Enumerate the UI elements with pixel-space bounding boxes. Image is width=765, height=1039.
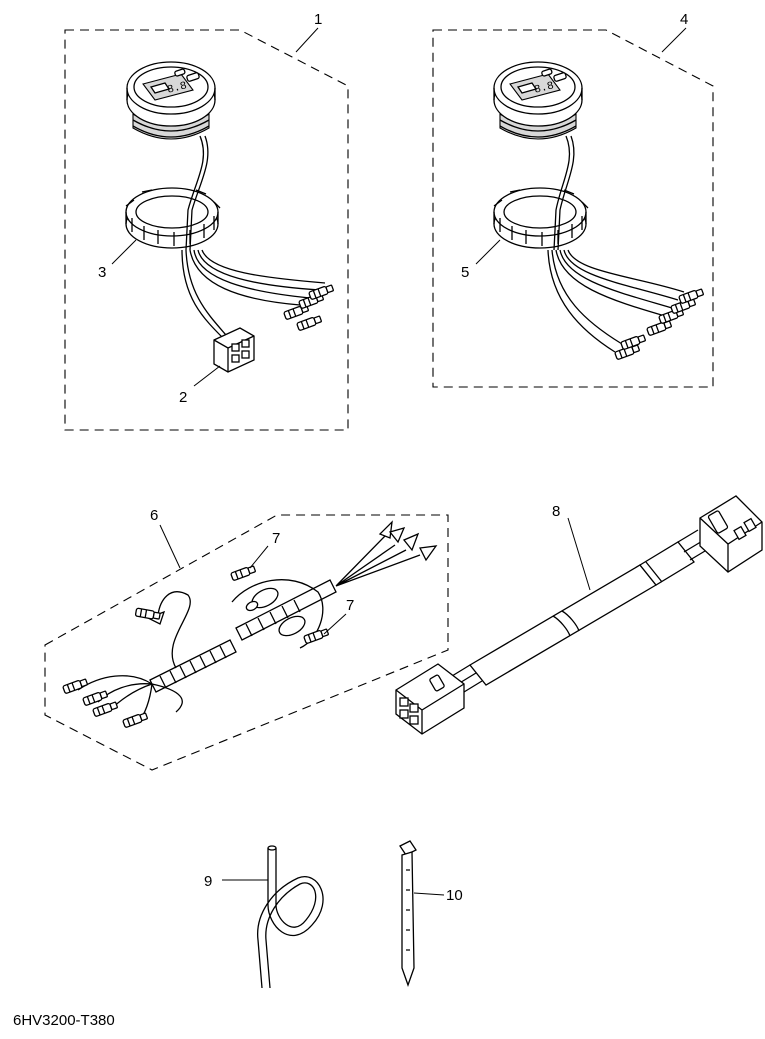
gauge-1-wires — [185, 135, 209, 251]
hose-9: 9 — [204, 845, 324, 989]
callout-5-leader — [475, 239, 501, 265]
callout-6: 6 — [150, 507, 158, 524]
assembly-6-group: 6 7 7 — [44, 507, 449, 771]
cable-tie-10: 10 — [399, 840, 463, 987]
assembly-1-outline — [64, 29, 349, 431]
callout-3-leader — [111, 239, 137, 265]
callout-7-upper: 7 — [272, 530, 280, 547]
cap-7-lower — [302, 627, 330, 645]
meter-nut-3 — [125, 187, 221, 249]
assembly-4-group: 4 5 — [432, 11, 714, 388]
assembly-1-group: 1 2 3 — [64, 11, 349, 431]
callout-8: 8 — [552, 503, 560, 520]
extension-harness-8: 8 — [395, 495, 763, 735]
callout-8-leader — [567, 517, 591, 591]
callout-3: 3 — [98, 264, 106, 281]
meter-gauge-4 — [493, 61, 583, 140]
callout-1: 1 — [314, 11, 322, 28]
callout-4: 4 — [680, 11, 688, 28]
callout-10: 10 — [446, 887, 463, 904]
callout-2-leader — [193, 365, 221, 387]
assembly-6-outline — [44, 514, 449, 771]
meter-nut-5 — [493, 187, 589, 249]
assembly-4-outline — [432, 29, 714, 388]
callout-2: 2 — [179, 389, 187, 406]
meter-gauge-1 — [126, 61, 216, 140]
callout-1-leader — [295, 27, 319, 53]
callout-9: 9 — [204, 873, 212, 890]
callout-6-leader — [159, 524, 181, 569]
drawing-code: 6HV3200-T380 — [13, 1012, 115, 1029]
callout-4-leader — [661, 27, 687, 53]
callout-10-leader — [413, 892, 445, 896]
callout-7-lower: 7 — [346, 597, 354, 614]
callout-7b-leader — [323, 613, 347, 635]
cap-7-upper — [229, 564, 257, 582]
callout-5: 5 — [461, 264, 469, 281]
coupler-2 — [213, 327, 255, 373]
callout-7a-leader — [249, 545, 269, 569]
